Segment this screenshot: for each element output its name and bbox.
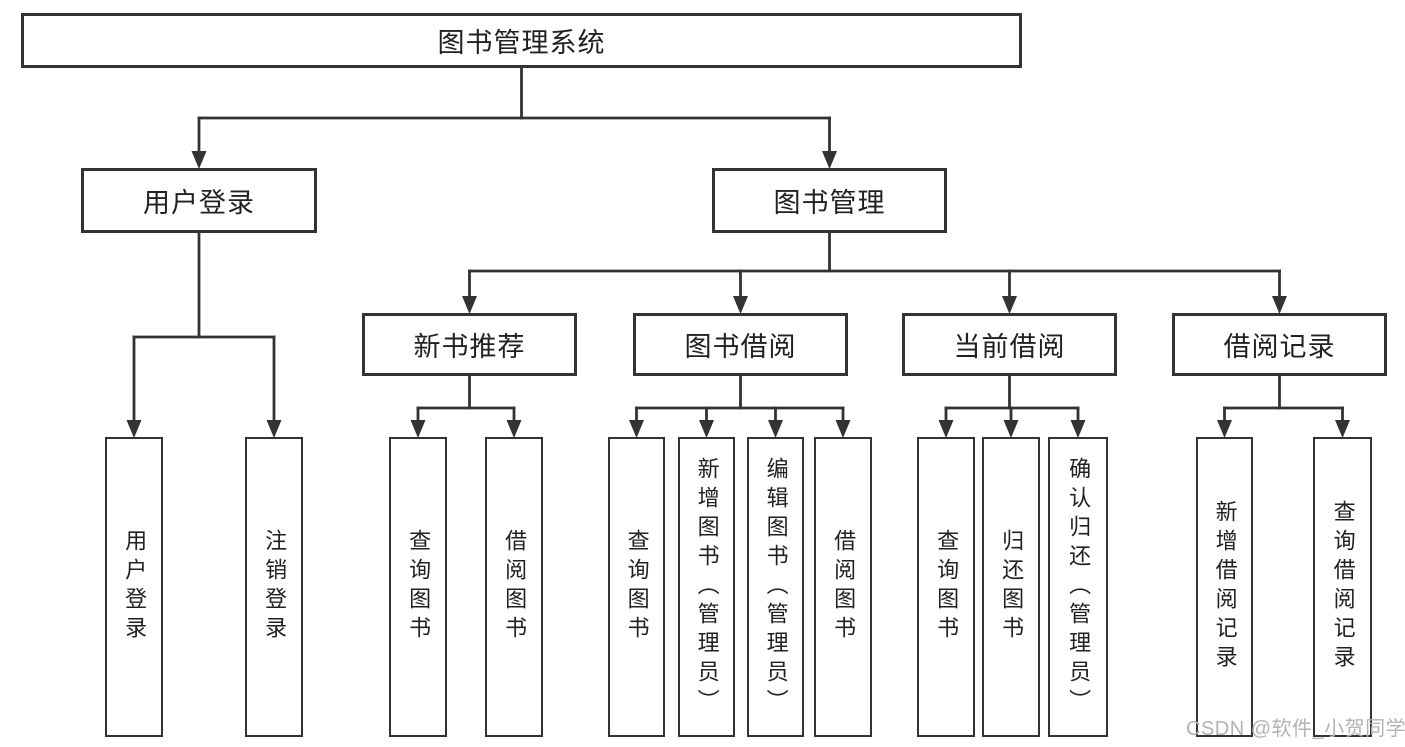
arrowhead-icon [191,151,207,169]
node-nb-borrow-book: 借阅图书 [485,437,543,737]
node-label: 查询借阅记录 [1330,500,1356,674]
arrowhead-icon [1217,420,1232,438]
node-bb-borrow-book: 借阅图书 [814,437,872,737]
arrowhead-icon [629,420,644,438]
arrowhead-icon [699,420,714,438]
node-label: 编辑图书（管理员） [763,456,789,718]
arrowhead-icon [1272,296,1287,314]
node-cb-query-book: 查询图书 [917,437,975,737]
node-label: 新书推荐 [413,332,526,362]
arrowhead-icon [1335,420,1350,438]
arrowhead-icon [506,420,522,438]
node-bb-add-book: 新增图书（管理员） [678,437,735,737]
node-label: 图书管理 [773,188,886,218]
node-bb-edit-book: 编辑图书（管理员） [747,437,804,737]
node-label: 新增借阅记录 [1212,500,1238,674]
arrowhead-icon [462,296,477,314]
arrowhead-icon [1070,420,1086,438]
watermark: CSDN @软件_小贺同学 [1186,718,1405,740]
node-root: 图书管理系统 [21,13,1022,68]
node-book-mgmt: 图书管理 [712,168,947,233]
node-label: 借阅图书 [502,529,528,645]
node-label: 确认归还（管理员） [1066,456,1092,718]
arrowhead-icon [822,151,837,169]
node-label: 图书借阅 [684,332,797,362]
arrowhead-icon [266,420,282,438]
node-label: 查询图书 [406,529,432,645]
node-label: 查询图书 [934,529,960,645]
node-label: 注销登录 [262,529,288,645]
arrowhead-icon [938,420,954,438]
node-leaf-user-login: 用户登录 [105,437,163,737]
node-cb-return-book: 归还图书 [982,437,1040,737]
node-current-borrow: 当前借阅 [902,313,1117,376]
node-label: 图书管理系统 [437,28,606,58]
node-new-book-rec: 新书推荐 [362,313,577,376]
node-label: 归还图书 [999,529,1025,645]
arrowhead-icon [1003,420,1019,438]
node-label: 当前借阅 [953,332,1066,362]
arrowhead-icon [768,420,783,438]
node-bb-query-book: 查询图书 [608,437,665,737]
arrowhead-icon [1002,296,1017,314]
node-label: 新增图书（管理员） [694,456,720,718]
node-user-login: 用户登录 [81,168,317,233]
node-label: 用户登录 [122,529,148,645]
node-nb-query-book: 查询图书 [389,437,447,737]
node-label: 用户登录 [143,188,255,218]
node-br-add-record: 新增借阅记录 [1196,437,1253,737]
arrowhead-icon [126,420,142,438]
arrowhead-icon [410,420,426,438]
arrowhead-icon [835,420,851,438]
node-label: 查询图书 [624,529,650,645]
node-cb-confirm-return: 确认归还（管理员） [1048,437,1108,737]
node-label: 借阅记录 [1223,332,1336,362]
arrowhead-icon [733,296,748,314]
node-leaf-logout: 注销登录 [245,437,303,737]
node-book-borrow: 图书借阅 [633,313,848,376]
node-br-query-record: 查询借阅记录 [1313,437,1372,737]
node-label: 借阅图书 [831,529,857,645]
node-borrow-record: 借阅记录 [1172,313,1387,376]
